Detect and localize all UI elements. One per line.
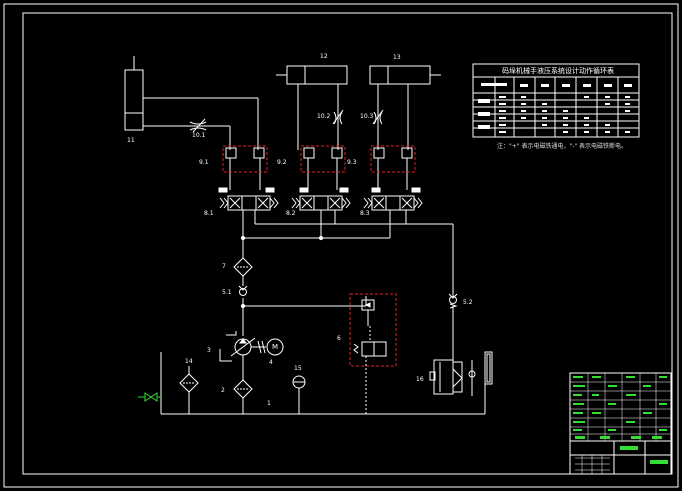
label-9-2: 9.2 [277,159,287,166]
label-12: 12 [320,53,328,60]
label-8-2: 8.2 [286,210,296,217]
solenoid-8-2-left [299,187,309,193]
solenoid-8-2-right [339,187,349,193]
label-5-2: 5.2 [463,299,473,306]
coupling [257,340,266,354]
suction-filter-2 [233,379,253,414]
solenoid-8-3-right [411,187,421,193]
filter-14 [179,366,199,414]
title-block [569,372,672,475]
junction-dot [240,303,246,309]
relief-valve-6 [353,299,387,414]
highlight-9-2 [300,145,346,173]
solenoid-8-3-left [371,187,381,193]
outer-frame [3,3,679,488]
hydraulic-lock-9-1 [225,147,265,190]
pressure-return-lines [242,223,454,362]
highlight-9-1 [222,145,268,173]
cylinder-12 [276,65,348,150]
label-11: 11 [127,137,135,144]
table-note: 注："+" 表示电磁铁通电，"-" 表示电磁铁断电。 [497,143,628,150]
label-10-1: 10.1 [192,132,206,139]
label-5-1: 5.1 [222,289,232,296]
directional-valve-8-2 [291,195,351,238]
thermometer-15 [292,375,306,414]
cylinder-13 [369,65,441,150]
electric-motor-4 [266,338,284,356]
solenoid-8-1-left [218,187,228,193]
label-10-3: 10.3 [360,113,374,120]
label-3: 3 [207,347,211,354]
solenoid-8-1-right [265,187,275,193]
label-14: 14 [185,358,193,365]
highlight-relief-valve-6 [349,293,397,367]
pump-3 [219,331,266,380]
hydraulic-lock-9-3 [373,147,413,190]
label-10-2: 10.2 [317,113,331,120]
throttle-valve-10-2 [332,109,344,125]
label-16: 16 [416,376,424,383]
motor-symbol: M [272,343,279,351]
label-6: 6 [337,335,341,342]
check-valve-5-2 [448,293,458,309]
check-valve-5-1 [238,285,248,296]
table-glyph-marks [478,83,632,133]
label-8-1: 8.1 [204,210,214,217]
junction-dot [240,235,246,241]
label-8-3: 8.3 [360,210,370,217]
drain-valve [138,392,161,402]
action-cycle-table [472,63,640,138]
label-15: 15 [294,365,302,372]
inner-frame [22,12,673,475]
label-2: 2 [221,387,225,394]
directional-valve-8-1 [219,195,279,238]
filter-7 [233,257,253,277]
hydraulic-lock-9-2 [303,147,343,190]
directional-valve-8-3 [363,195,423,238]
table-title: 码垛机械手液压系统设计动作循环表 [502,67,614,75]
label-1: 1 [267,400,271,407]
label-4: 4 [269,359,273,366]
level-gauge [484,351,493,385]
oil-tank-1 [160,352,486,415]
label-7: 7 [222,263,226,270]
highlight-9-3 [370,145,416,173]
label-9-3: 9.3 [347,159,357,166]
label-13: 13 [393,54,401,61]
throttle-valve-10-1 [189,118,207,133]
label-9-1: 9.1 [199,159,209,166]
junction-dot [318,235,324,241]
throttle-valve-10-3 [372,109,384,125]
cooler-16 [429,359,476,396]
